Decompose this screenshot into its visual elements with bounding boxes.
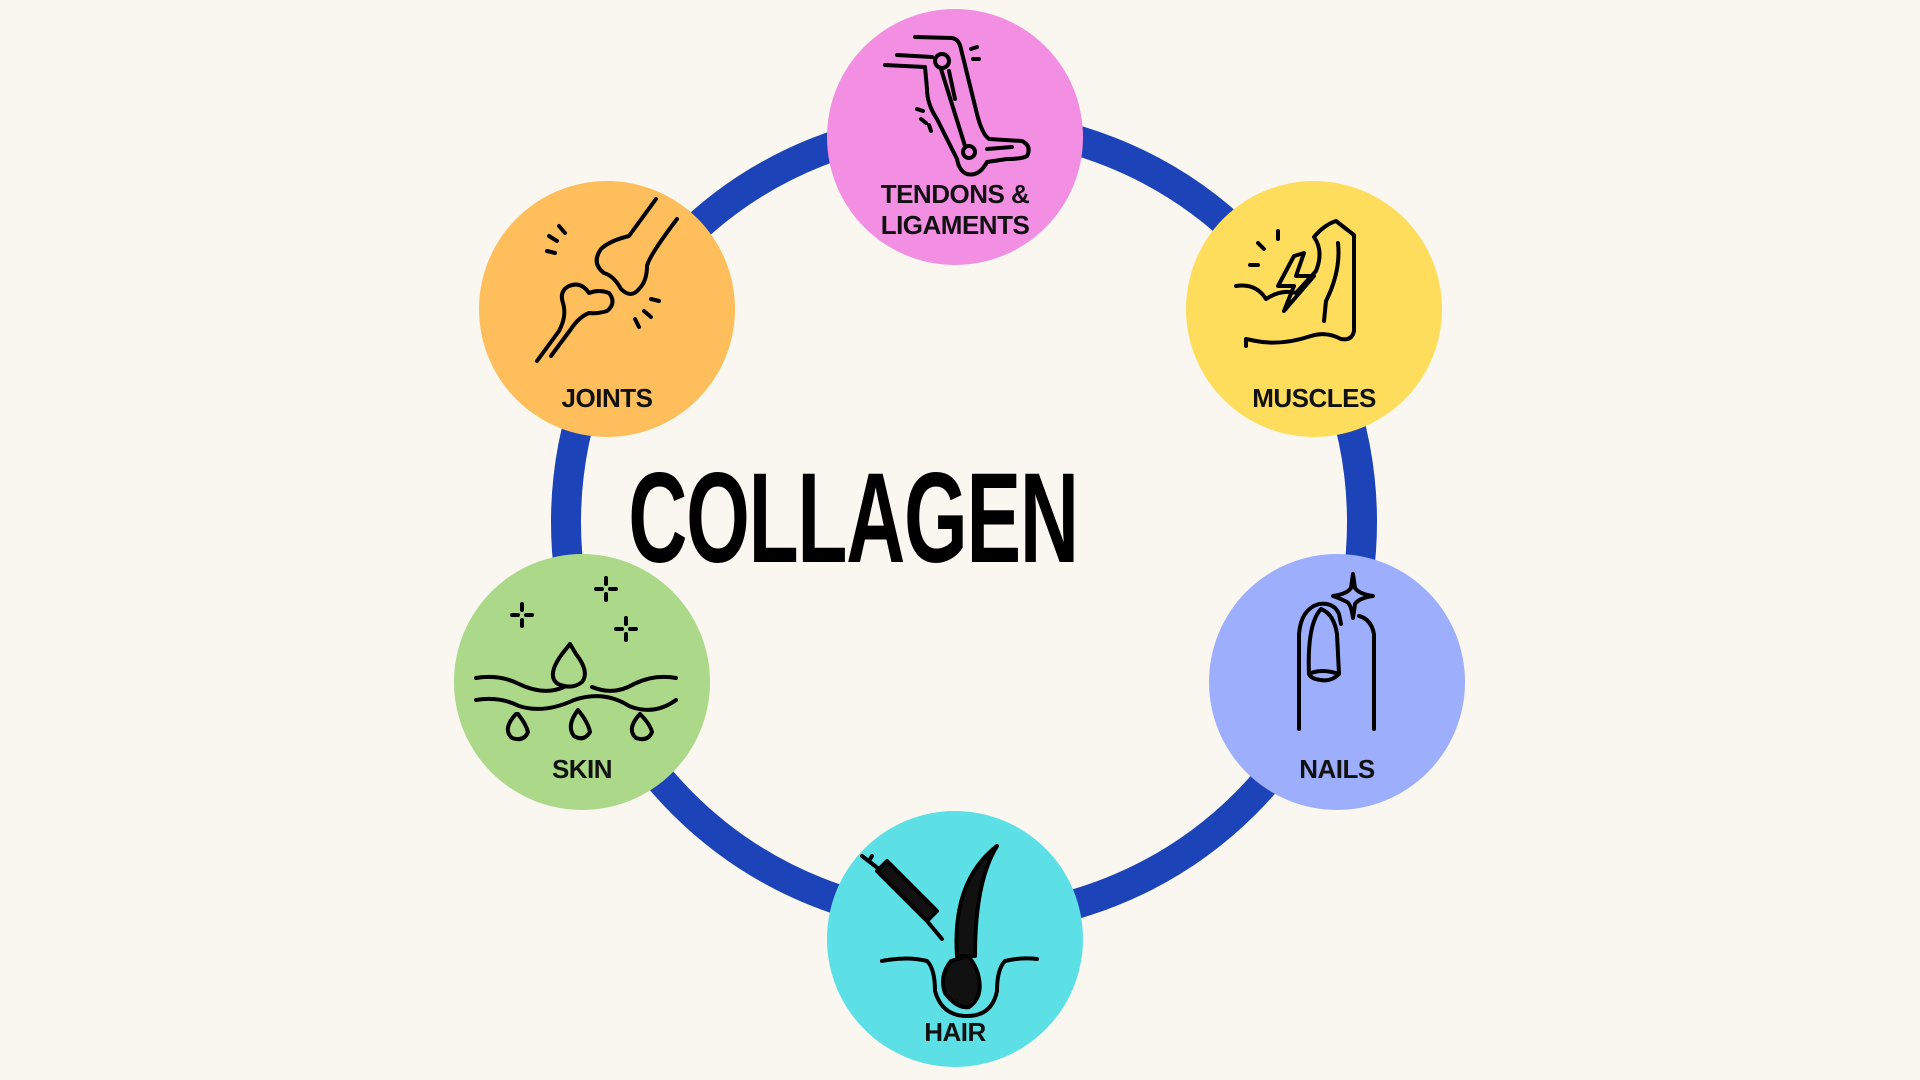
node-muscles: MUSCLES: [1186, 181, 1442, 437]
fingernail-icon: [1297, 572, 1376, 731]
flexed-arm-icon: [1234, 219, 1356, 348]
leg-icon: [883, 35, 1031, 177]
node-tendons: TENDONS & LIGAMENTS: [827, 9, 1083, 265]
title-text: COLLAGEN: [628, 447, 1079, 590]
node-joints: JOINTS: [479, 181, 735, 437]
nails-label: NAILS: [1299, 754, 1375, 784]
tendons-label-line2: LIGAMENTS: [880, 210, 1030, 240]
skin-layers-icon: [474, 576, 678, 742]
hair-follicle-icon: [860, 844, 1039, 1018]
joints-label: JOINTS: [561, 383, 653, 413]
skin-label: SKIN: [551, 754, 613, 784]
muscles-label: MUSCLES: [1252, 383, 1376, 413]
hair-label: HAIR: [924, 1017, 986, 1047]
bone-joint-icon: [535, 197, 679, 363]
tendons-label-line1: TENDONS &: [880, 179, 1030, 209]
tendons-label: TENDONS & LIGAMENTS: [827, 179, 1083, 241]
node-skin: SKIN: [454, 554, 710, 810]
node-hair: HAIR: [827, 811, 1083, 1067]
node-nails: NAILS: [1209, 554, 1465, 810]
